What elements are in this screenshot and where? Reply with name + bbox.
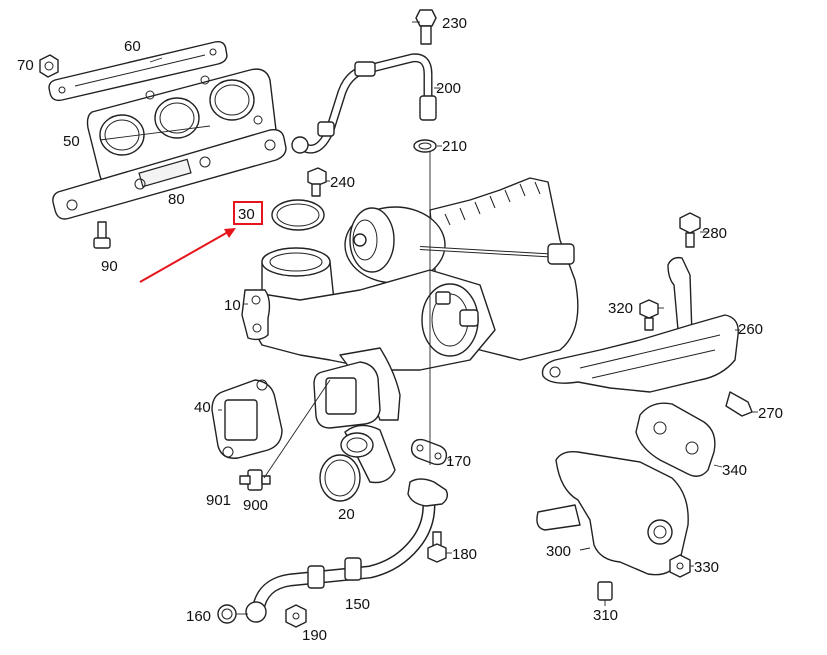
callout-40: 40: [194, 399, 211, 416]
callout-150: 150: [345, 596, 370, 613]
turbocharger-10: [241, 177, 579, 421]
bolt-280: [679, 212, 701, 248]
bracket-340: [635, 402, 716, 477]
bolt-190: [285, 604, 307, 628]
bolt-240: [307, 167, 327, 197]
callout-80: 80: [168, 191, 185, 208]
actuator-mounted: [313, 361, 381, 429]
callout-50: 50: [63, 133, 80, 150]
callout-170: 170: [446, 453, 471, 470]
callout-20: 20: [338, 506, 355, 523]
callout-labels: 230 70 60 200 50 210 240 80 30 280 90 10…: [17, 15, 783, 644]
callout-70: 70: [17, 57, 34, 74]
callout-320: 320: [608, 300, 633, 317]
callout-900: 900: [243, 497, 268, 514]
callout-300: 300: [546, 543, 571, 560]
oil-return-pipe-150: [245, 478, 449, 623]
bolt-180: [427, 531, 447, 563]
heat-shield-strip-80: [52, 128, 287, 220]
connector-900: [239, 469, 271, 491]
gasket-60: [48, 40, 228, 102]
callout-330: 330: [694, 559, 719, 576]
nut-330: [669, 554, 691, 578]
callout-240: 240: [330, 174, 355, 191]
washer-210: [413, 139, 437, 153]
callout-160: 160: [186, 608, 211, 625]
heat-shield-300: [536, 450, 689, 576]
callout-260: 260: [738, 321, 763, 338]
callout-230: 230: [442, 15, 467, 32]
seal-ring-30: [271, 199, 325, 231]
nut-70: [39, 54, 59, 78]
highlight-box-30: [233, 201, 263, 225]
callout-270: 270: [758, 405, 783, 422]
callout-10: 10: [224, 297, 241, 314]
clip-310: [597, 581, 613, 601]
clip-270: [725, 391, 753, 417]
hose-20: [319, 424, 396, 502]
callout-180: 180: [452, 546, 477, 563]
o-ring-160: [217, 604, 237, 624]
callout-190: 190: [302, 627, 327, 644]
bracket-260: [541, 256, 739, 393]
actuator-40: [211, 379, 283, 459]
callout-90: 90: [101, 258, 118, 275]
highlight-annotation: [139, 201, 263, 283]
callout-200: 200: [436, 80, 461, 97]
bolt-320: [639, 299, 659, 331]
callout-310: 310: [593, 607, 618, 624]
leader-lines: [99, 21, 758, 615]
callout-30: 30: [238, 206, 255, 223]
gasket-50: [86, 68, 278, 188]
callout-340: 340: [722, 462, 747, 479]
gasket-170: [410, 438, 448, 466]
callout-901: 901: [206, 492, 231, 509]
oil-line-200: [291, 53, 437, 154]
banjo-bolt-230: [415, 9, 437, 45]
callout-60: 60: [124, 38, 141, 55]
callout-210: 210: [442, 138, 467, 155]
bolt-90: [93, 221, 111, 249]
callout-280: 280: [702, 225, 727, 242]
